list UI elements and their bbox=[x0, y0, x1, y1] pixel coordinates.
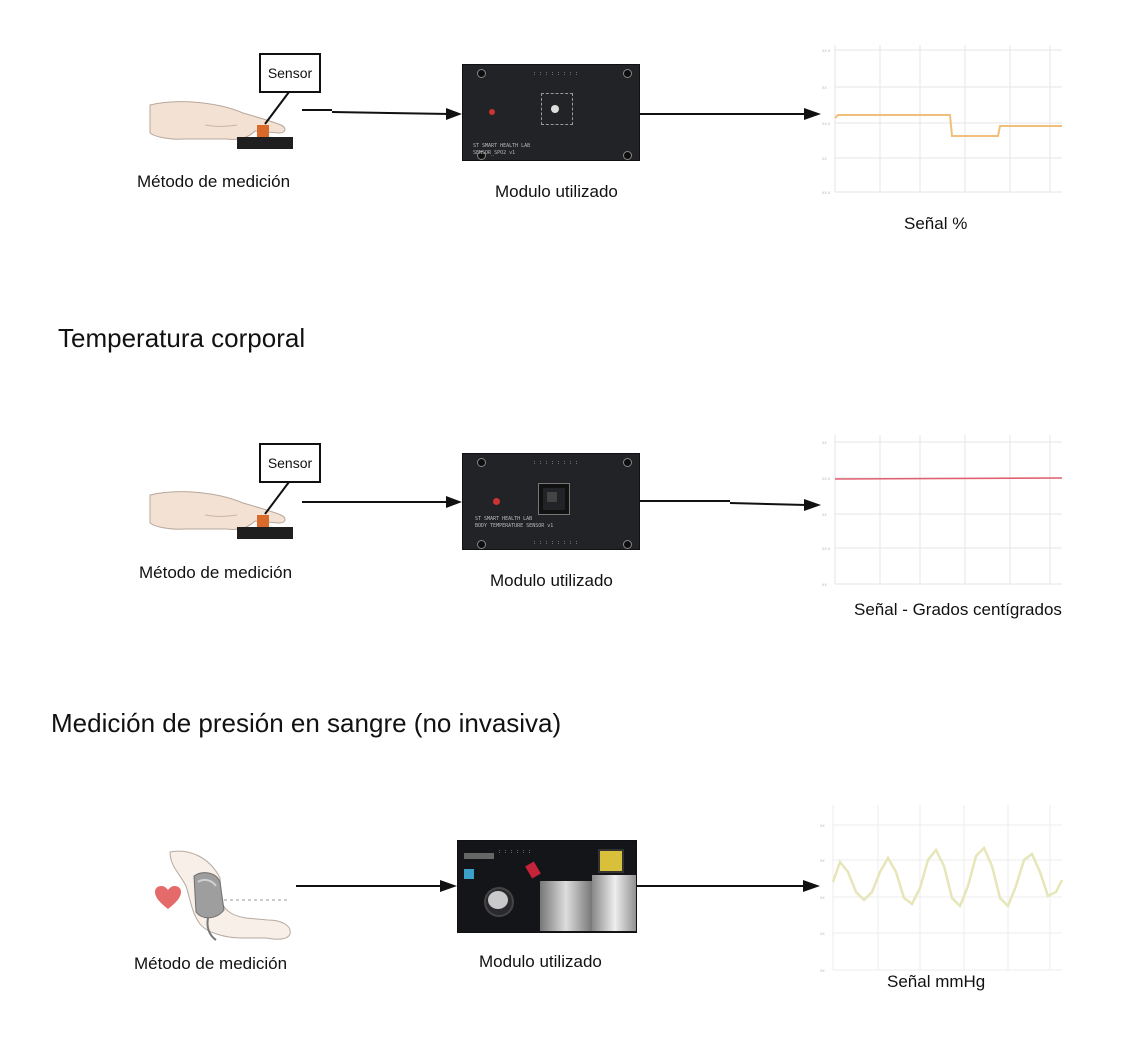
arrow-method-to-module bbox=[302, 108, 462, 120]
module-caption: Modulo utilizado bbox=[479, 952, 602, 971]
signal-chart-temperature: xx xx.x xx xx.x xx bbox=[820, 430, 1065, 588]
finger-on-sensor-icon bbox=[145, 485, 295, 545]
sensor-pointer-line bbox=[264, 91, 290, 125]
section-spo2: Sensor Método de medición ST SMART HEALT… bbox=[0, 0, 1125, 250]
svg-text:xx: xx bbox=[820, 968, 825, 973]
svg-text:xx.x: xx.x bbox=[822, 546, 831, 551]
module-board-image: ST SMART HEALTH LAB BODY TEMPERATURE SEN… bbox=[462, 453, 640, 550]
arrow-method-to-module bbox=[302, 496, 462, 508]
sensor-label-box: Sensor bbox=[259, 53, 321, 93]
svg-text:xx: xx bbox=[820, 858, 825, 863]
svg-text:xx: xx bbox=[822, 156, 827, 161]
arm-cuff-icon bbox=[150, 848, 300, 943]
module-board-image: ST SMART HEALTH LAB SENSOR_SPO2 v1 : : :… bbox=[462, 64, 640, 161]
finger-on-sensor-icon bbox=[145, 95, 295, 155]
signal-chart-pressure: xx xx xx xx xx bbox=[818, 800, 1065, 978]
section-blood-pressure: Método de medición : : : : : : Modulo ut… bbox=[0, 790, 1125, 1050]
module-caption: Modulo utilizado bbox=[495, 182, 618, 201]
svg-text:xx.x: xx.x bbox=[822, 48, 831, 53]
method-caption: Método de medición bbox=[137, 172, 291, 191]
svg-text:xx: xx bbox=[822, 512, 827, 517]
svg-text:xx: xx bbox=[822, 582, 827, 587]
svg-text:xx: xx bbox=[822, 85, 827, 90]
section-heading-blood-pressure: Medición de presión en sangre (no invasi… bbox=[51, 708, 562, 738]
svg-text:xx.x: xx.x bbox=[822, 476, 831, 481]
section-heading-temperature: Temperatura corporal bbox=[58, 323, 306, 353]
heart-icon bbox=[155, 886, 181, 910]
module-board-image: : : : : : : bbox=[457, 840, 637, 933]
method-caption: Método de medición bbox=[139, 563, 293, 582]
module-caption: Modulo utilizado bbox=[490, 571, 613, 590]
arrow-module-to-signal bbox=[637, 880, 820, 892]
signal-chart-spo2: xx.x xx xx.x xx xx.x bbox=[820, 40, 1065, 195]
svg-text:xx: xx bbox=[820, 931, 825, 936]
method-caption: Método de medición bbox=[134, 954, 288, 973]
arrow-method-to-module bbox=[296, 880, 457, 892]
sensor-label-box: Sensor bbox=[259, 443, 321, 483]
signal-caption: Señal - Grados centígrados bbox=[854, 600, 1062, 619]
svg-text:xx.x: xx.x bbox=[822, 121, 831, 126]
arrow-module-to-signal bbox=[640, 499, 821, 511]
section-temperature: Sensor Método de medición ST SMART HEALT… bbox=[0, 390, 1125, 640]
svg-text:xx: xx bbox=[820, 895, 825, 900]
signal-caption: Señal % bbox=[904, 214, 968, 233]
sensor-pointer-line bbox=[264, 481, 290, 515]
arrow-module-to-signal bbox=[640, 108, 821, 120]
svg-text:xx.x: xx.x bbox=[822, 190, 831, 195]
signal-caption: Señal mmHg bbox=[887, 972, 986, 991]
svg-text:xx: xx bbox=[822, 440, 827, 445]
svg-text:xx: xx bbox=[820, 823, 825, 828]
